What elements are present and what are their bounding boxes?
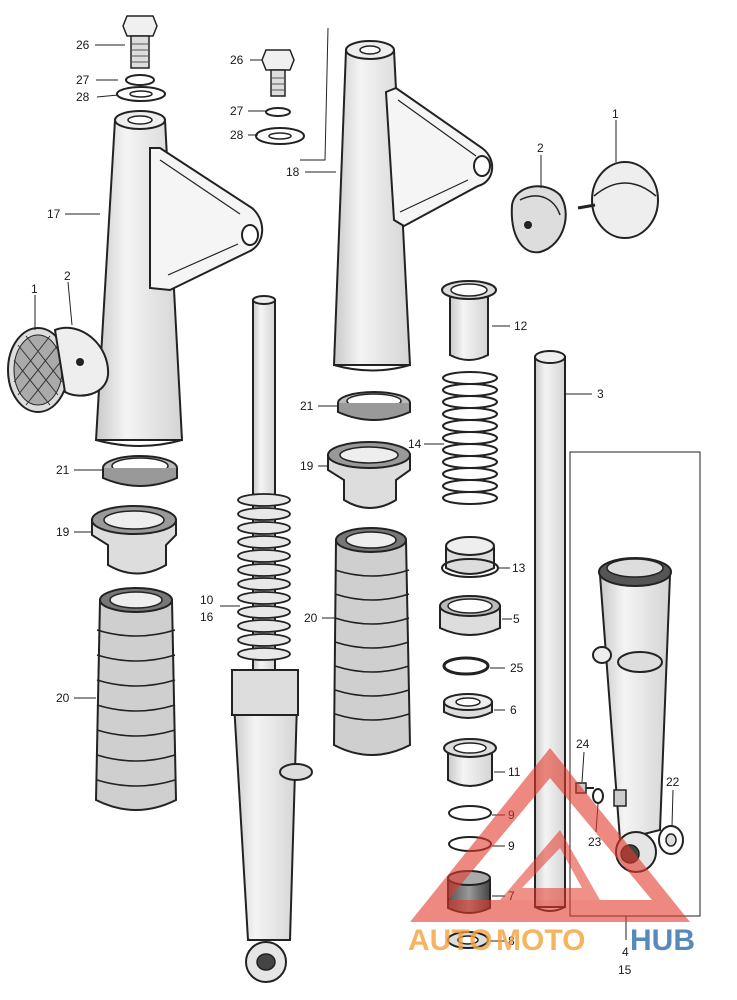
washer-27-left	[125, 74, 155, 86]
washer-23	[592, 788, 604, 804]
callout-1-right: 1	[612, 107, 619, 121]
callout-6: 6	[510, 703, 517, 717]
callout-labels: 26 27 28 17 1 2 21 19 20 10 16 26 27 28 …	[31, 38, 680, 977]
callout-28-left: 28	[76, 90, 90, 104]
cover-19-left	[91, 505, 177, 575]
cover-19-center	[327, 441, 411, 509]
bolt-26-center	[261, 49, 295, 97]
automotohub-watermark: AUTO MOTO HUB	[408, 748, 695, 957]
boot-20-center	[332, 527, 412, 756]
callout-14: 14	[408, 437, 422, 451]
reflector-1-left	[7, 327, 69, 413]
circlip-25	[442, 656, 490, 676]
callout-16: 16	[200, 610, 214, 624]
callout-4: 4	[622, 945, 629, 959]
callout-10: 10	[200, 593, 214, 607]
ring-21-left	[102, 455, 178, 487]
bolt-26-left	[122, 15, 158, 69]
washer-6	[443, 693, 493, 719]
reflector-case-2-left	[53, 326, 110, 397]
watermark-moto: MOTO	[496, 924, 585, 957]
callout-21-center: 21	[300, 399, 314, 413]
callout-1-left: 1	[31, 282, 38, 296]
piece-8	[447, 931, 489, 949]
fork-bottom-case-4	[592, 557, 672, 873]
fork-bottom-case-10	[230, 295, 313, 983]
assembly-bracket-4-15	[569, 451, 701, 917]
washer-28-center	[255, 127, 305, 145]
reflector-1-right	[577, 161, 659, 239]
headlight-bracket-17	[94, 110, 263, 447]
callout-27-left: 27	[76, 73, 90, 87]
callout-28-center: 28	[230, 128, 244, 142]
callout-8: 8	[508, 934, 515, 948]
callout-26-center: 26	[230, 53, 244, 67]
ring-5	[439, 595, 501, 636]
fork-pipe-3	[534, 350, 566, 912]
callout-19-left: 19	[56, 525, 70, 539]
ring-21-center	[337, 391, 411, 421]
callout-20-center: 20	[304, 611, 318, 625]
washer-28-left	[116, 86, 166, 102]
boot-20-left	[94, 587, 178, 811]
callout-17: 17	[47, 207, 61, 221]
callout-9b: 9	[508, 839, 515, 853]
callout-23: 23	[588, 835, 602, 849]
headlight-bracket-18	[332, 40, 493, 372]
watermark-hub: HUB	[630, 924, 695, 957]
reflector-case-2-right	[510, 185, 567, 254]
callout-11: 11	[508, 765, 521, 779]
callout-26-left: 26	[76, 38, 90, 52]
washer-27-center	[265, 107, 291, 117]
callout-5: 5	[513, 612, 520, 626]
callout-20-left: 20	[56, 691, 70, 705]
callout-21-left: 21	[56, 463, 70, 477]
callout-27-center: 27	[230, 104, 244, 118]
callout-12: 12	[514, 319, 528, 333]
leader-lines	[34, 44, 674, 942]
callout-13: 13	[512, 561, 526, 575]
spring-14	[442, 371, 498, 505]
bushing-13	[441, 536, 499, 578]
callout-22: 22	[666, 775, 680, 789]
watermark-auto: AUTO	[408, 924, 492, 957]
bushing-11	[443, 738, 497, 787]
callout-2-left: 2	[64, 269, 71, 283]
callout-3: 3	[597, 387, 604, 401]
collar-12	[441, 280, 497, 361]
callout-25: 25	[510, 661, 524, 675]
callout-2-right: 2	[537, 141, 544, 155]
callout-19-center: 19	[300, 459, 314, 473]
callout-24: 24	[576, 737, 590, 751]
callout-18: 18	[286, 165, 300, 179]
callout-15: 15	[618, 963, 632, 977]
washer-9a	[448, 805, 492, 821]
